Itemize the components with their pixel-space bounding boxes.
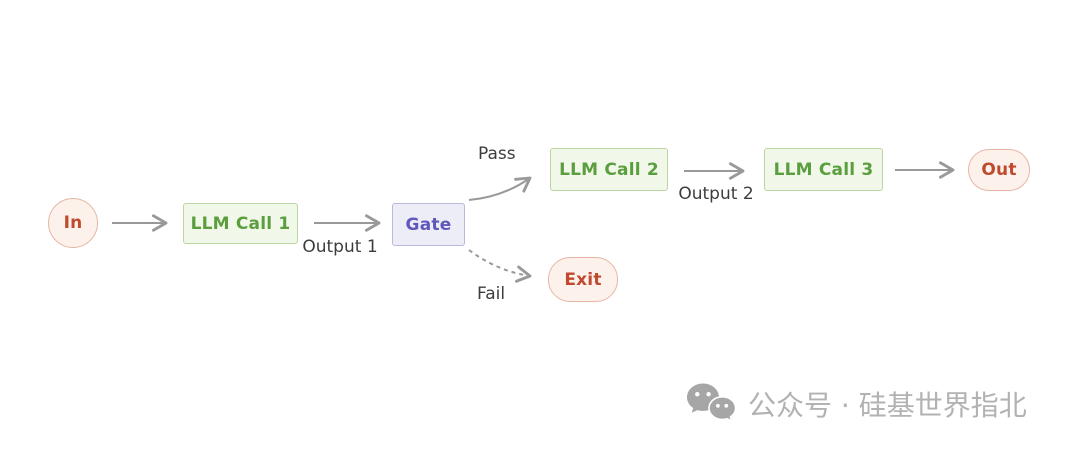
edge-gate-to-exit-fail: [468, 249, 532, 283]
node-llm-call-1: LLM Call 1: [183, 203, 298, 244]
edge-label-output-2: Output 2: [678, 184, 754, 204]
watermark: 公众号 · 硅基世界指北: [686, 383, 1027, 425]
edge-label-output-1: Output 1: [302, 237, 378, 257]
edge-gate-to-llm2-pass: [468, 176, 532, 201]
node-in: In: [48, 198, 98, 248]
node-llm-call-3-label: LLM Call 3: [773, 159, 874, 180]
node-llm-call-2: LLM Call 2: [550, 148, 668, 191]
node-in-label: In: [63, 213, 83, 233]
node-gate: Gate: [392, 203, 465, 246]
node-llm-call-2-label: LLM Call 2: [559, 159, 659, 180]
watermark-text: 公众号 · 硅基世界指北: [748, 389, 1027, 422]
node-llm-call-1-label: LLM Call 1: [190, 213, 291, 234]
edge-label-pass: Pass: [478, 144, 516, 164]
node-exit-label: Exit: [564, 269, 602, 290]
node-llm-call-3: LLM Call 3: [764, 148, 883, 191]
node-out: Out: [968, 149, 1030, 191]
node-gate-label: Gate: [405, 214, 452, 235]
edge-label-fail: Fail: [477, 284, 506, 304]
node-out-label: Out: [981, 160, 1017, 180]
wechat-icon: [687, 383, 736, 423]
node-exit: Exit: [548, 257, 618, 302]
